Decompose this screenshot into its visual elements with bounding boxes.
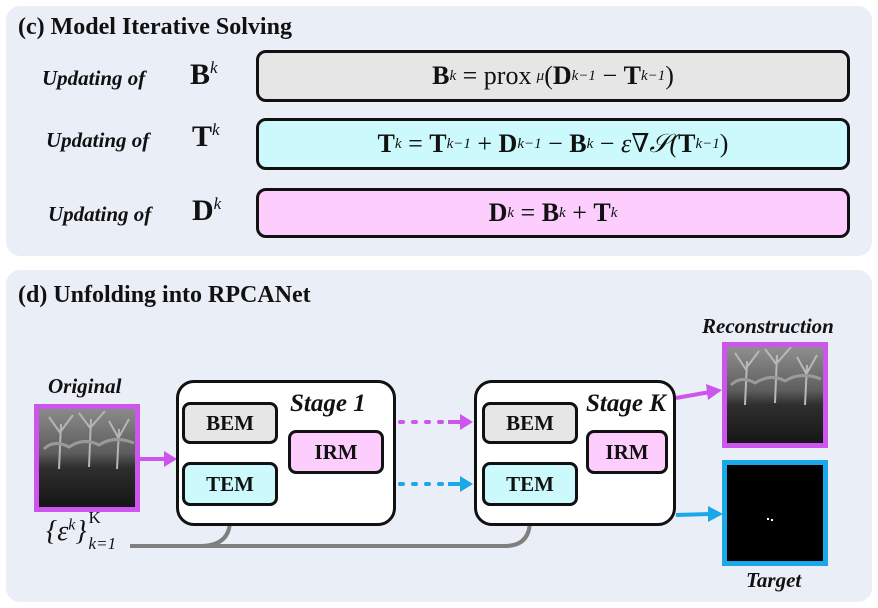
epsilon-sup-big-k: K [88, 508, 101, 527]
epsilon-symbol: {ε [46, 516, 69, 547]
target-label: Target [746, 568, 802, 592]
stage-arrowhead-magenta [460, 414, 473, 430]
updating-label-d: Updating of [48, 202, 152, 226]
epsilon-sup-k: k [68, 516, 76, 534]
eq-d-t: T [593, 198, 611, 227]
eq-d-b-sup: k [559, 204, 566, 221]
reconstruction-label: Reconstruction [702, 314, 834, 338]
panel-d-title: (d) Unfolding into RPCANet [18, 282, 311, 308]
target-image-scene [727, 465, 823, 561]
eq-d-sup: k [507, 204, 515, 221]
eq-t-t-sup: k−1 [446, 135, 471, 152]
tem-module-1: TEM [182, 462, 278, 506]
var-t-symbol: T [192, 120, 213, 153]
eq-b-d: D [552, 61, 572, 90]
var-d-symbol: D [192, 194, 214, 227]
updating-label-t: Updating of [46, 128, 150, 152]
reconstruction-arrowhead [706, 384, 722, 400]
eq-t-b-sup: k [586, 135, 594, 152]
target-image [722, 460, 828, 566]
var-t-superscript: k [212, 120, 220, 139]
irm-module-k: IRM [586, 430, 668, 474]
stagek-to-reconstruction-arrow [675, 390, 711, 400]
stagek-to-target-arrow [675, 512, 711, 517]
original-image-scene [39, 409, 135, 507]
original-image [34, 404, 140, 512]
updated-var-t: Tk [192, 120, 220, 154]
epsilon-sub-range: k=1 [88, 534, 117, 553]
updating-label-b: Updating of [42, 66, 146, 90]
eq-d-lhs: D [488, 198, 508, 227]
eq-t-eps: ε∇𝒮( [620, 128, 679, 158]
eq-t-b: B [569, 129, 587, 158]
eq-t-d-sup: k−1 [517, 135, 542, 152]
epsilon-close: } [75, 516, 87, 547]
stage-k-label: Stage K [586, 390, 666, 417]
eq-d-t-sup: k [610, 204, 618, 221]
bem-module-1: BEM [182, 402, 278, 444]
eq-d-b: B [541, 198, 560, 227]
eq-b-sup: k [449, 67, 457, 84]
eq-t-sup: k [394, 135, 402, 152]
updated-var-d: Dk [192, 194, 221, 228]
eq-t-t2-sup: k−1 [695, 135, 720, 152]
var-b-superscript: k [210, 58, 218, 77]
updated-var-b: Bk [190, 58, 218, 92]
eq-b-lhs: B [432, 61, 450, 90]
panel-c-title: (c) Model Iterative Solving [18, 14, 292, 40]
reconstruction-image [722, 342, 828, 448]
stage-arrowhead-blue [460, 476, 473, 492]
target-arrowhead [708, 506, 723, 522]
bem-module-k: BEM [482, 402, 578, 444]
eq-t-t2: T [678, 129, 696, 158]
eq-b-d-sup: k−1 [571, 67, 596, 84]
eq-t-t: T [429, 129, 447, 158]
eq-b-t-sup: k−1 [640, 67, 666, 84]
var-d-superscript: k [213, 194, 222, 213]
original-label: Original [48, 374, 122, 398]
eq-t-d: D [498, 129, 518, 158]
reconstruction-image-scene [727, 347, 823, 443]
eq-b-mu: μ [536, 67, 545, 84]
var-b-symbol: B [190, 58, 211, 91]
eq-t-lhs: T [377, 129, 395, 158]
original-arrowhead [164, 451, 177, 467]
tem-module-k: TEM [482, 462, 578, 506]
irm-module-1: IRM [288, 430, 384, 474]
eq-b-t: T [623, 61, 641, 90]
stage-1-label: Stage 1 [290, 390, 366, 417]
eq-b-prox: prox [483, 61, 532, 90]
